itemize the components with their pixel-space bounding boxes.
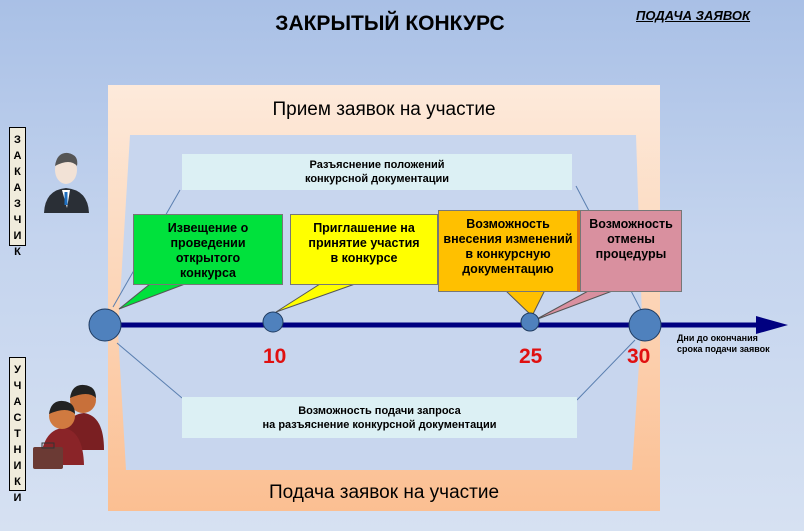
info-box-clarification: Разъяснение положений конкурсной докумен…	[182, 154, 572, 190]
axis-label: Дни до окончания срока подачи заявок	[677, 333, 770, 355]
timeline-node-10	[262, 311, 284, 333]
timeline-node-start	[88, 308, 122, 342]
participants-icon	[33, 384, 104, 469]
tick-label-25: 25	[519, 345, 543, 368]
timeline-node-25	[520, 312, 540, 332]
top-band-label: Прием заявок на участие	[272, 99, 496, 120]
customer-icon	[44, 152, 89, 213]
info-line: Разъяснение положений	[309, 159, 445, 171]
info-line: конкурсной документации	[304, 173, 450, 185]
page-title: ЗАКРЫТЫЙ КОНКУРС	[275, 12, 505, 35]
section-link[interactable]: ПОДАЧА ЗАЯВОК	[636, 8, 751, 23]
axis-label-line: Дни до окончания	[677, 333, 758, 343]
timeline-node-30	[628, 308, 662, 342]
info-line: на разъяснение конкурсной документации	[262, 418, 497, 431]
callout-cancellation: Возможность отмены процедуры	[580, 210, 682, 292]
callout-invitation: Приглашение на принятие участия в конкур…	[290, 214, 438, 285]
info-box-request: Возможность подачи запроса на разъяснени…	[182, 397, 577, 438]
tick-label-30: 30	[627, 345, 651, 368]
bottom-band-label: Подача заявок на участие	[268, 482, 500, 503]
info-line: Возможность подачи запроса	[298, 404, 461, 417]
tick-label-10: 10	[263, 345, 287, 368]
callout-amendments: Возможность внесения изменений в конкурс…	[438, 210, 580, 292]
timeline-arrowhead	[756, 316, 788, 334]
axis-label-line: срока подачи заявок	[677, 344, 770, 354]
callout-notice: Извещение о проведении открытого конкурс…	[133, 214, 283, 285]
